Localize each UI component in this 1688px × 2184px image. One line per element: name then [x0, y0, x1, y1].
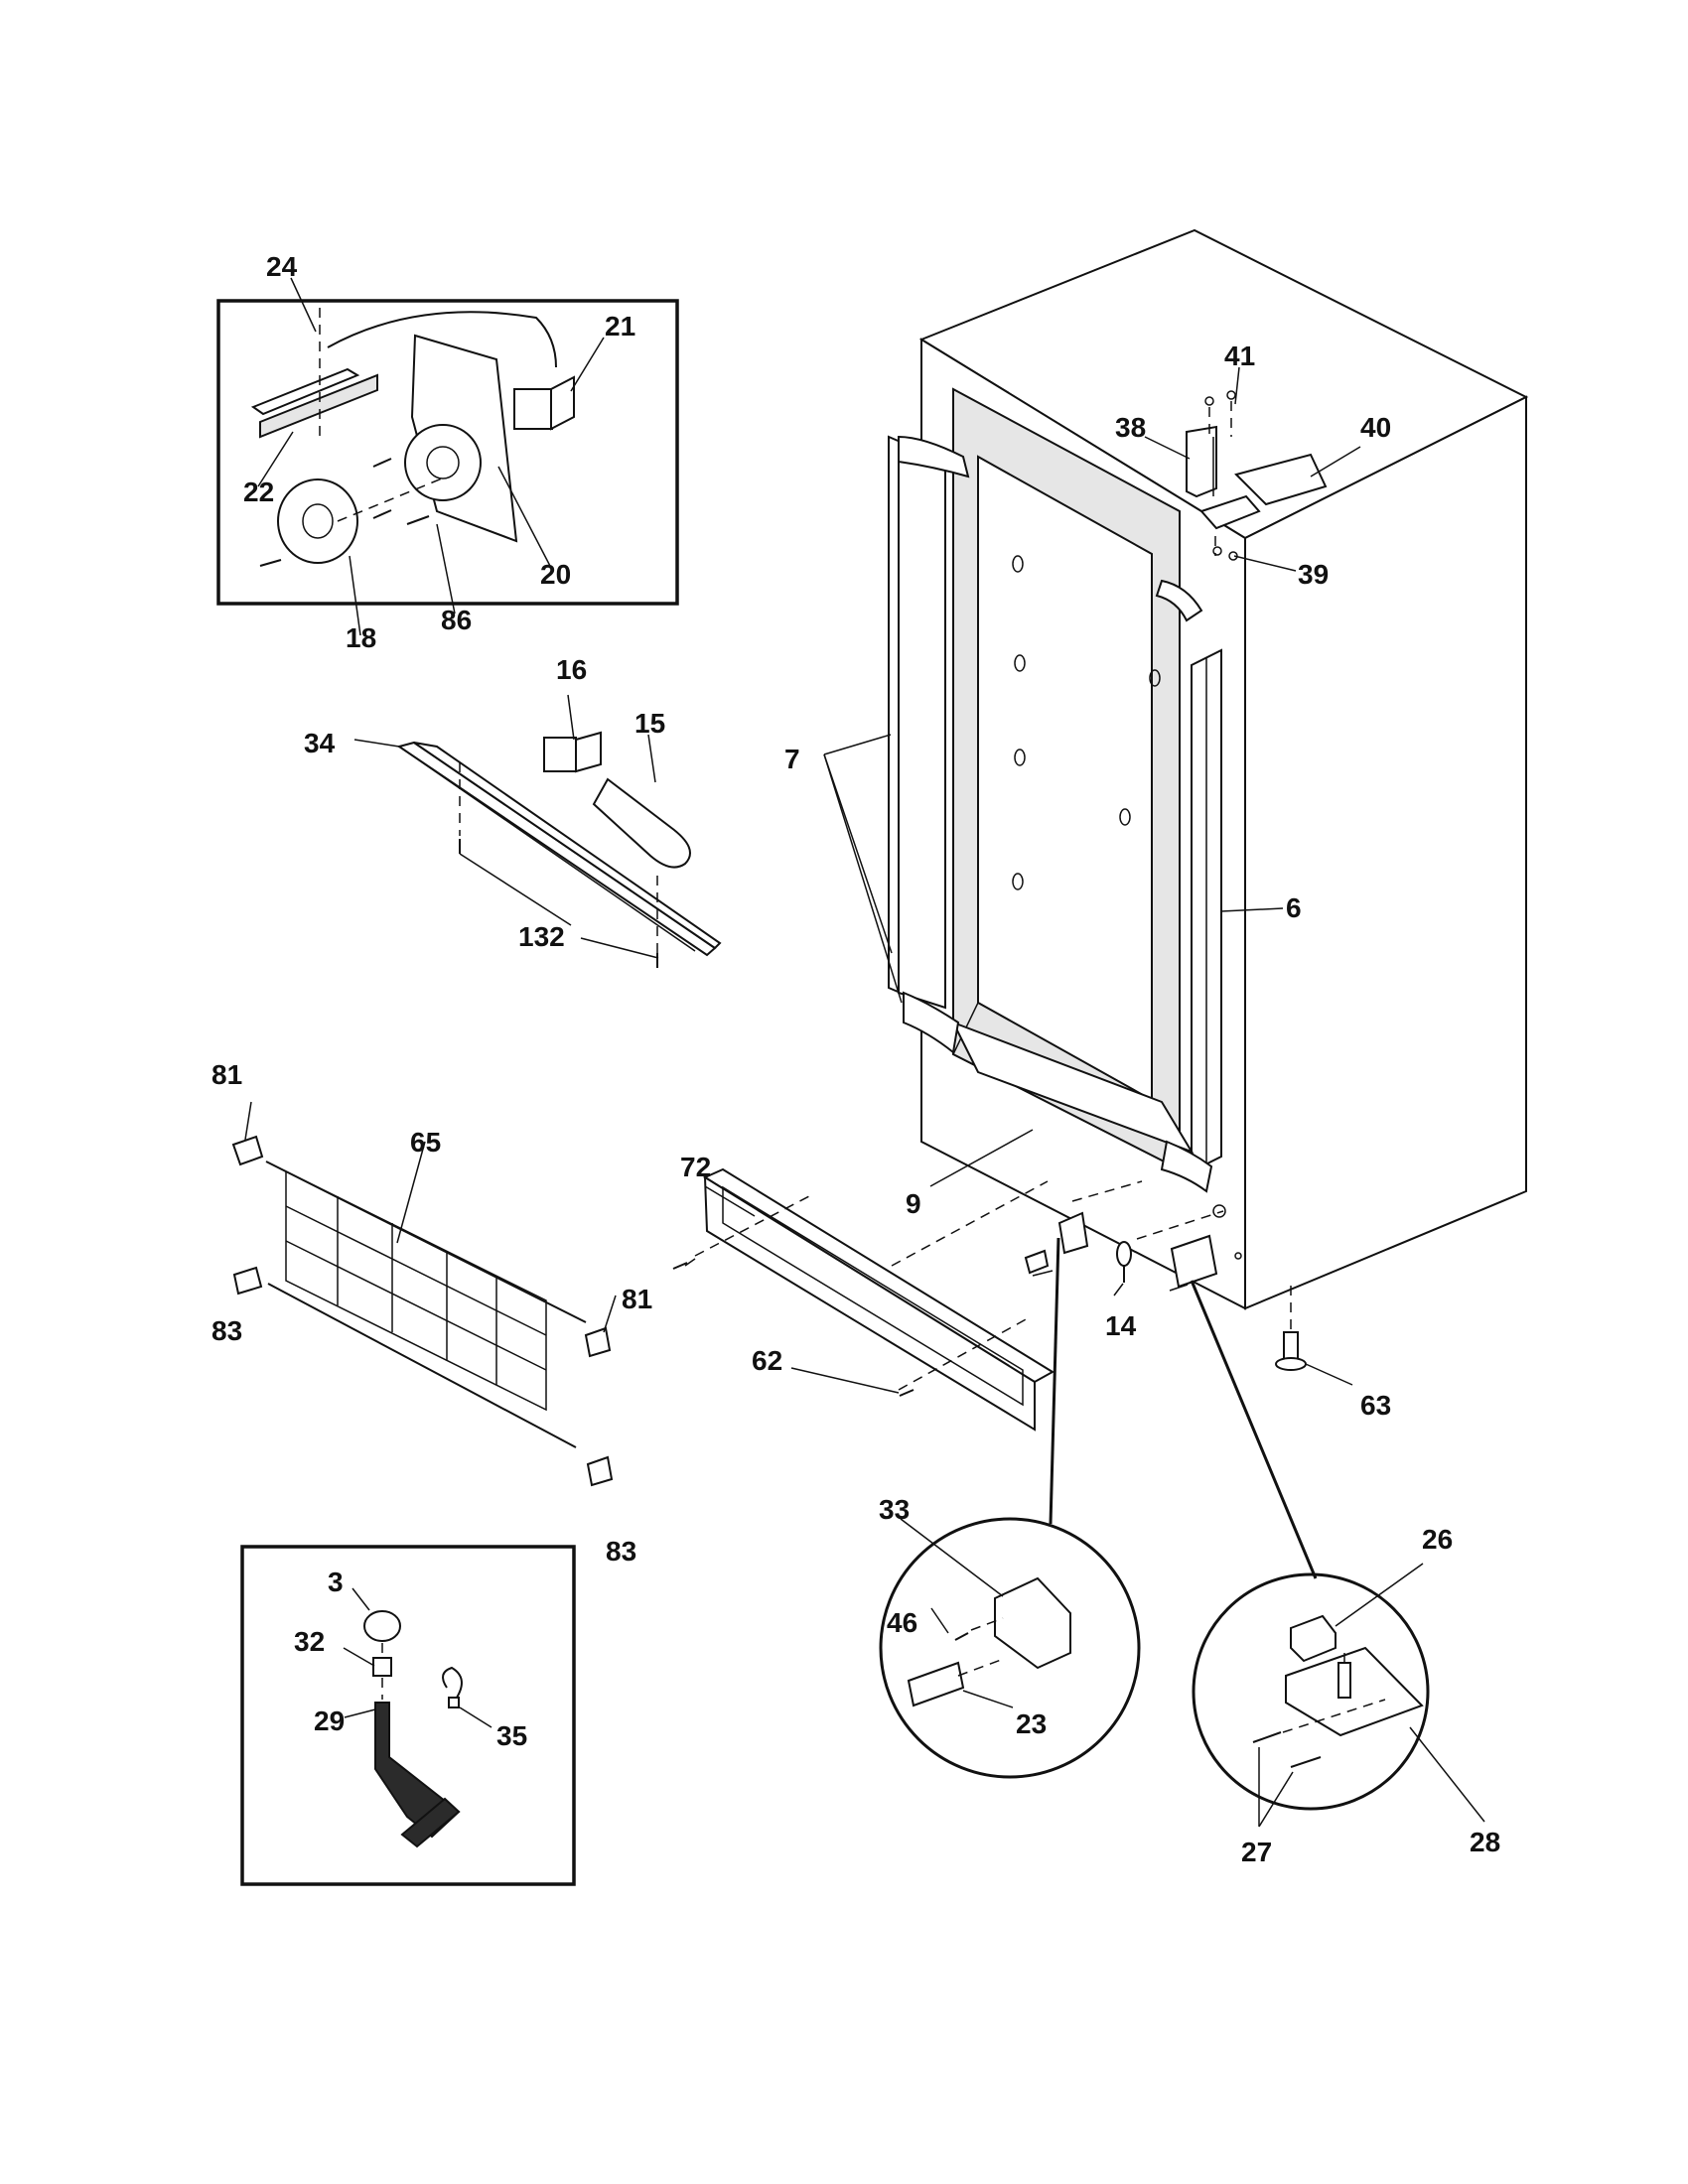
- callout-20: 20: [540, 559, 571, 590]
- callout-83-right: 83: [606, 1536, 636, 1567]
- light-socket-and-bulb: [543, 731, 691, 869]
- callout-6: 6: [1286, 892, 1302, 923]
- latch-detail-circle: [879, 1237, 1141, 1779]
- bottom-hinge-small-parts: [1024, 1180, 1224, 1292]
- cabinet: [888, 228, 1529, 1310]
- callout-41: 41: [1224, 341, 1255, 371]
- callout-29: 29: [314, 1706, 345, 1736]
- callout-labels: 24 21 22 20 86 18 16 15 34 132 7 6 41 38…: [211, 251, 1500, 1867]
- callout-63: 63: [1360, 1390, 1391, 1421]
- callout-21: 21: [605, 311, 635, 341]
- drain-inset: [240, 1545, 576, 1886]
- callout-132: 132: [518, 921, 565, 952]
- callout-65: 65: [410, 1127, 441, 1158]
- callout-3: 3: [328, 1567, 344, 1597]
- callout-72: 72: [680, 1152, 711, 1182]
- callout-15: 15: [634, 708, 665, 739]
- callout-81-top: 81: [211, 1059, 242, 1090]
- grille: [231, 1135, 614, 1487]
- callout-23: 23: [1016, 1708, 1047, 1739]
- callout-83-left: 83: [211, 1315, 242, 1346]
- leader-lines: [244, 277, 1485, 1828]
- light-channel: [396, 741, 722, 968]
- callout-86: 86: [441, 605, 472, 635]
- callout-24: 24: [266, 251, 298, 282]
- callout-18: 18: [346, 622, 376, 653]
- callout-39: 39: [1298, 559, 1329, 590]
- callout-27: 27: [1241, 1837, 1272, 1867]
- callout-34: 34: [304, 728, 336, 758]
- kickplate: [672, 1167, 1055, 1432]
- callout-40: 40: [1360, 412, 1391, 443]
- top-hinge-assembly: [1186, 390, 1328, 561]
- leveling-leg: [1275, 1286, 1307, 1371]
- callout-46: 46: [887, 1607, 917, 1638]
- callout-16: 16: [556, 654, 587, 685]
- callout-14: 14: [1105, 1310, 1137, 1341]
- callout-9: 9: [906, 1188, 921, 1219]
- callout-81-right: 81: [622, 1284, 652, 1314]
- fan-motor-parts: [250, 308, 575, 567]
- callout-62: 62: [752, 1345, 782, 1376]
- callout-28: 28: [1470, 1827, 1500, 1857]
- callout-35: 35: [496, 1720, 527, 1751]
- fan-motor-inset: [216, 299, 679, 606]
- callout-32: 32: [294, 1626, 325, 1657]
- callout-33: 33: [879, 1494, 910, 1525]
- hinge-detail-circle: [1190, 1280, 1430, 1811]
- callout-38: 38: [1115, 412, 1146, 443]
- drain-parts: [363, 1610, 463, 1848]
- callout-26: 26: [1422, 1524, 1453, 1555]
- callout-7: 7: [784, 744, 800, 774]
- callout-22: 22: [243, 477, 274, 507]
